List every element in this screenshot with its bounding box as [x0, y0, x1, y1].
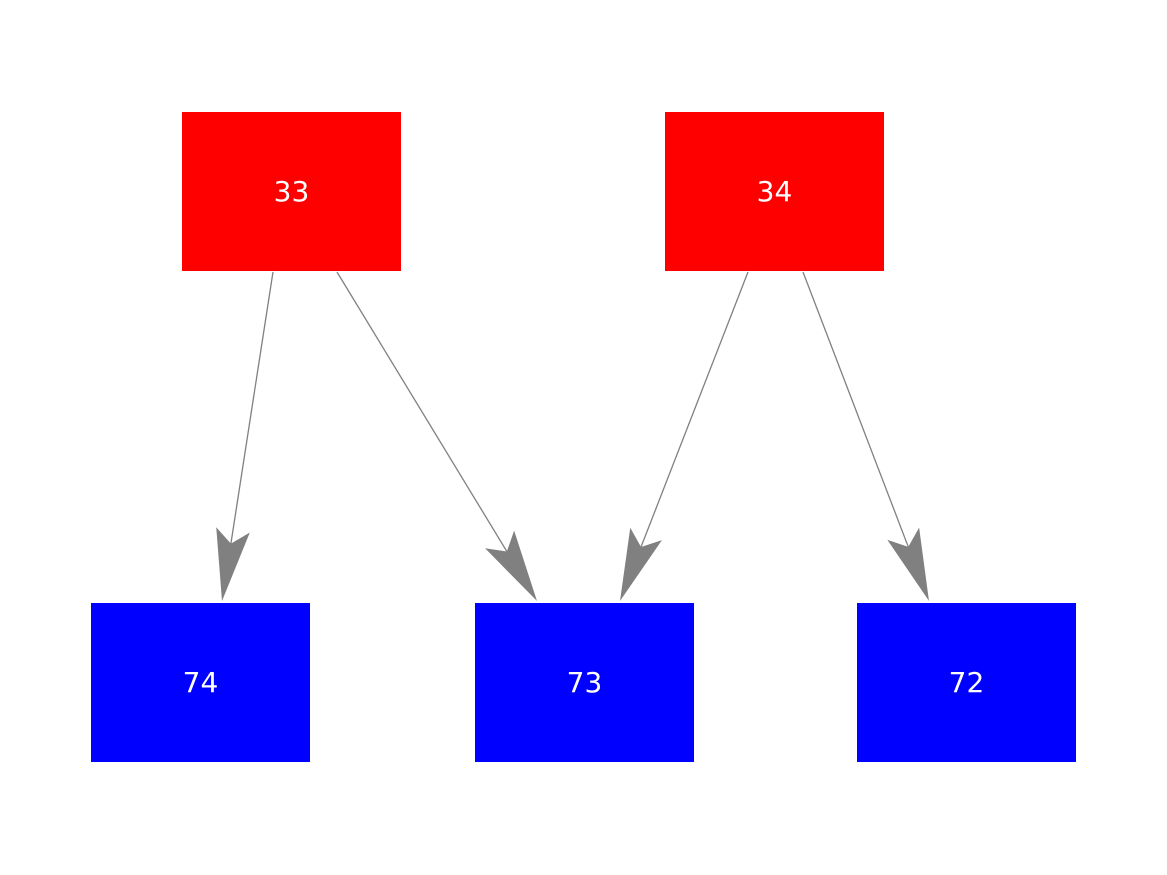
edge-34-to-72	[802, 271, 912, 555]
edge-33-to-73	[336, 271, 512, 559]
node-33[interactable]	[182, 112, 401, 271]
node-label-74: 74	[183, 666, 219, 699]
edge-34-to-73	[637, 271, 749, 555]
node-72[interactable]	[857, 603, 1076, 762]
arrowhead-icon	[216, 527, 250, 601]
node-73[interactable]	[475, 603, 694, 762]
edge-33-to-74	[229, 271, 274, 552]
arrowhead-icon	[887, 527, 929, 601]
node-label-72: 72	[949, 666, 985, 699]
node-label-34: 34	[757, 175, 793, 208]
arrowhead-icon	[485, 530, 537, 601]
node-label-33: 33	[274, 175, 310, 208]
arrowhead-icon	[620, 527, 662, 601]
node-label-73: 73	[567, 666, 603, 699]
node-34[interactable]	[665, 112, 884, 271]
node-74[interactable]	[91, 603, 310, 762]
